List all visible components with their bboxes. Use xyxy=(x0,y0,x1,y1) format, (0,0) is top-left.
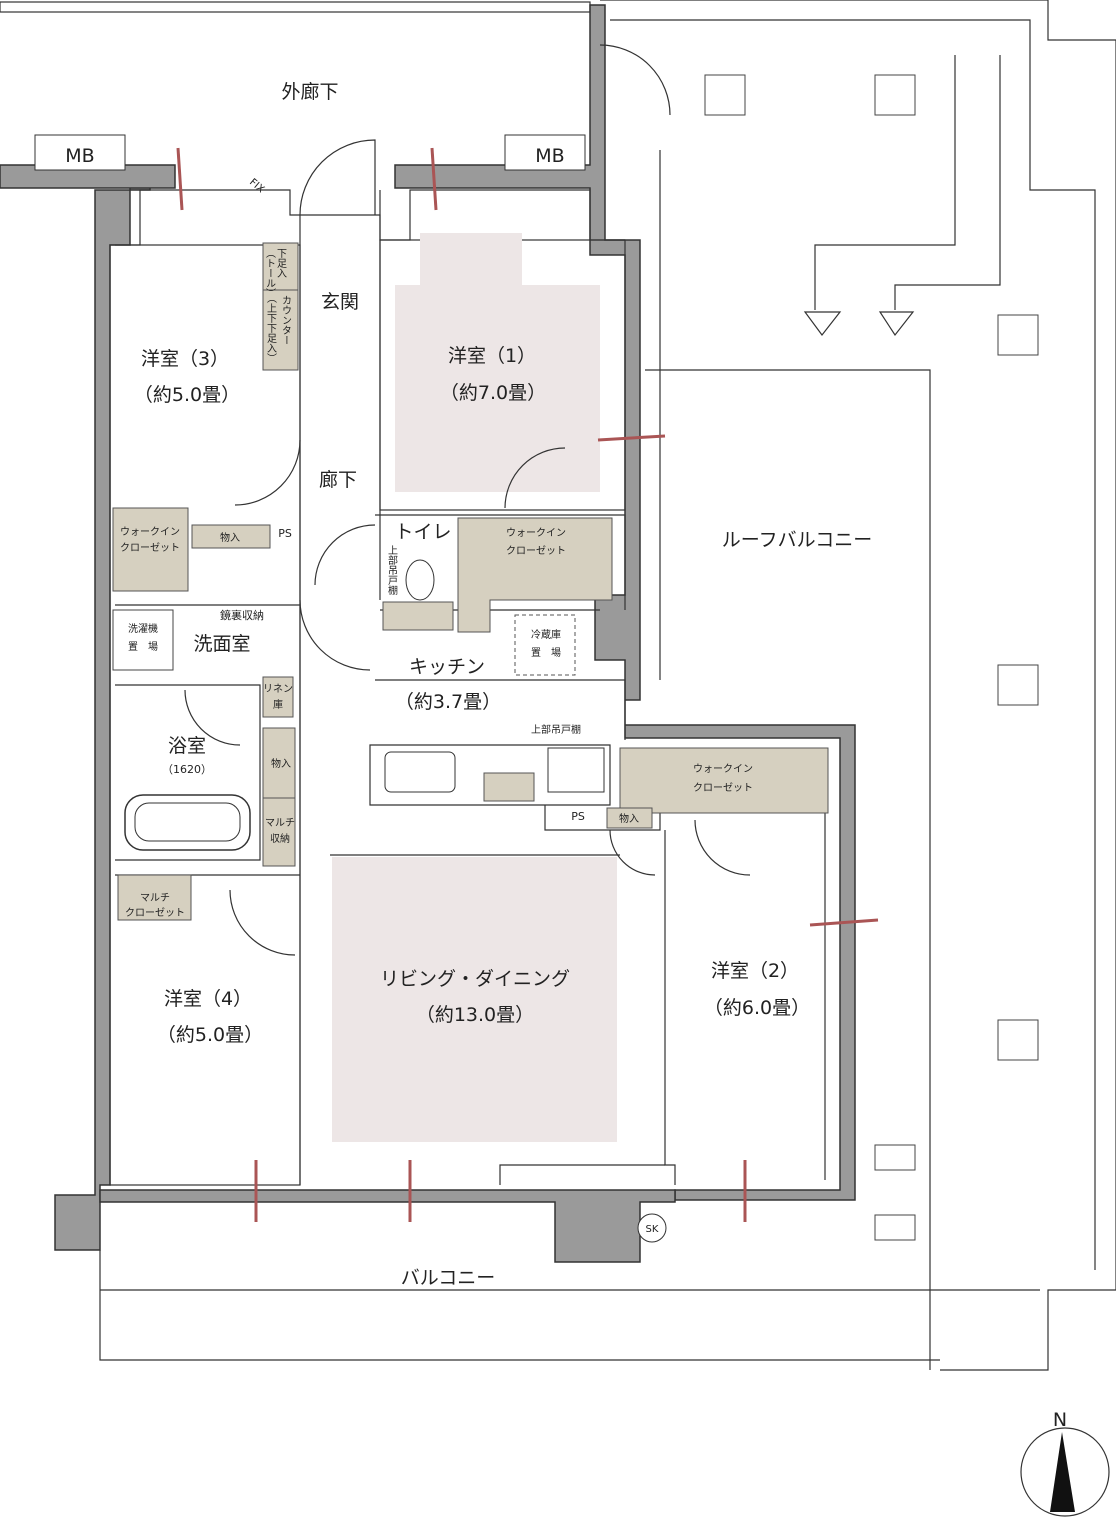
label-kitchen: キッチン xyxy=(409,656,485,678)
label-storage-kitchen: 物入 xyxy=(619,812,639,825)
label-linen-1: リネン xyxy=(263,683,293,695)
label-fridge-1: 冷蔵庫 xyxy=(531,628,561,641)
label-bedroom1-size: （約7.0畳） xyxy=(440,382,546,404)
label-mirror-storage: 鏡裏収納 xyxy=(220,608,264,622)
label-multi-closet-2: クローゼット xyxy=(125,907,185,919)
label-multi-storage-2: 収納 xyxy=(270,832,290,845)
label-kitchen-size: （約3.7畳） xyxy=(395,691,501,713)
label-storage-ps-left: 物入 xyxy=(220,531,240,544)
fridge-area xyxy=(514,614,576,676)
outer-wall-bottom xyxy=(99,1189,676,1263)
label-outer-corridor: 外廊下 xyxy=(281,81,338,103)
label-shoe-low-sub: （トール） xyxy=(264,248,276,298)
closets xyxy=(112,242,829,921)
label-toilet: トイレ xyxy=(394,521,451,543)
label-counter-sub: （上下下足入） xyxy=(265,293,277,363)
label-bedroom4-size: （約5.0畳） xyxy=(157,1024,263,1046)
sk-circle xyxy=(637,1213,667,1243)
mb-right-box xyxy=(504,134,586,171)
label-counter: カウンター xyxy=(280,295,292,345)
label-multi-closet-1: マルチ xyxy=(140,892,170,904)
sink xyxy=(384,751,456,793)
label-walkin-center-2: クローゼット xyxy=(506,545,566,557)
label-bedroom4: 洋室（4） xyxy=(164,988,252,1010)
north-arrow-icon xyxy=(1050,1432,1075,1512)
bathtub xyxy=(124,794,251,851)
label-bedroom2-size: （約6.0畳） xyxy=(704,997,810,1019)
label-fridge-2: 置 場 xyxy=(531,646,561,659)
label-roof-balcony: ルーフバルコニー xyxy=(722,529,872,551)
label-mb-right: MB xyxy=(535,145,564,167)
label-bathroom: 浴室 xyxy=(168,735,206,757)
corridor-rail xyxy=(0,1,591,13)
label-bedroom3-size: （約5.0畳） xyxy=(134,384,240,406)
living-shade xyxy=(332,857,617,1142)
roof-outline xyxy=(600,0,1116,1371)
roof-vents xyxy=(704,74,1039,1241)
label-walkin-right-2: クローゼット xyxy=(693,782,753,794)
stove xyxy=(547,747,605,793)
label-ps-left: PS xyxy=(278,527,292,540)
label-walkin-left-2: クローゼット xyxy=(120,542,180,554)
label-washer-1: 洗濯機 xyxy=(128,622,158,635)
mb-left-box xyxy=(34,134,126,171)
doors xyxy=(184,44,751,956)
label-upper-cabinet-toilet: 上部吊戸棚 xyxy=(386,545,398,596)
label-bedroom1: 洋室（1） xyxy=(448,345,536,367)
label-bathroom-size: （1620） xyxy=(162,763,212,776)
label-linen-2: 庫 xyxy=(273,698,283,711)
label-north: N xyxy=(1053,1409,1067,1431)
label-walkin-left-1: ウォークイン xyxy=(120,526,180,538)
label-living-size: （約13.0畳） xyxy=(416,1004,534,1026)
label-walkin-center-1: ウォークイン xyxy=(506,527,566,539)
label-mb-left: MB xyxy=(65,145,94,167)
roof-ducts xyxy=(99,55,1040,1370)
label-sk: SK xyxy=(646,1224,659,1235)
label-washer-2: 置 場 xyxy=(128,640,158,653)
label-storage-bath: 物入 xyxy=(271,757,291,770)
label-fix: FIX xyxy=(247,177,266,196)
label-multi-storage-1: マルチ xyxy=(265,817,295,829)
label-upper-cabinet-kitchen: 上部吊戸棚 xyxy=(531,723,581,736)
bedroom1-shade xyxy=(395,233,600,492)
label-shoe-low: 下足入 xyxy=(275,248,287,278)
vent-marks xyxy=(176,147,879,1222)
bathtub-inner xyxy=(134,802,241,842)
label-entrance: 玄関 xyxy=(321,291,359,313)
label-washroom: 洗面室 xyxy=(193,633,250,655)
label-balcony: バルコニー xyxy=(401,1267,496,1289)
toilet-bowl xyxy=(405,559,435,601)
label-bedroom2: 洋室（2） xyxy=(711,960,799,982)
roof-inner-outline xyxy=(610,19,1096,1270)
label-ps-kitchen: PS xyxy=(571,810,585,823)
label-living: リビング・ダイニング xyxy=(380,968,570,990)
outer-wall-left xyxy=(0,169,151,1251)
label-walkin-right-1: ウォークイン xyxy=(693,763,753,775)
label-bedroom3: 洋室（3） xyxy=(141,348,229,370)
label-hallway: 廊下 xyxy=(319,469,357,491)
